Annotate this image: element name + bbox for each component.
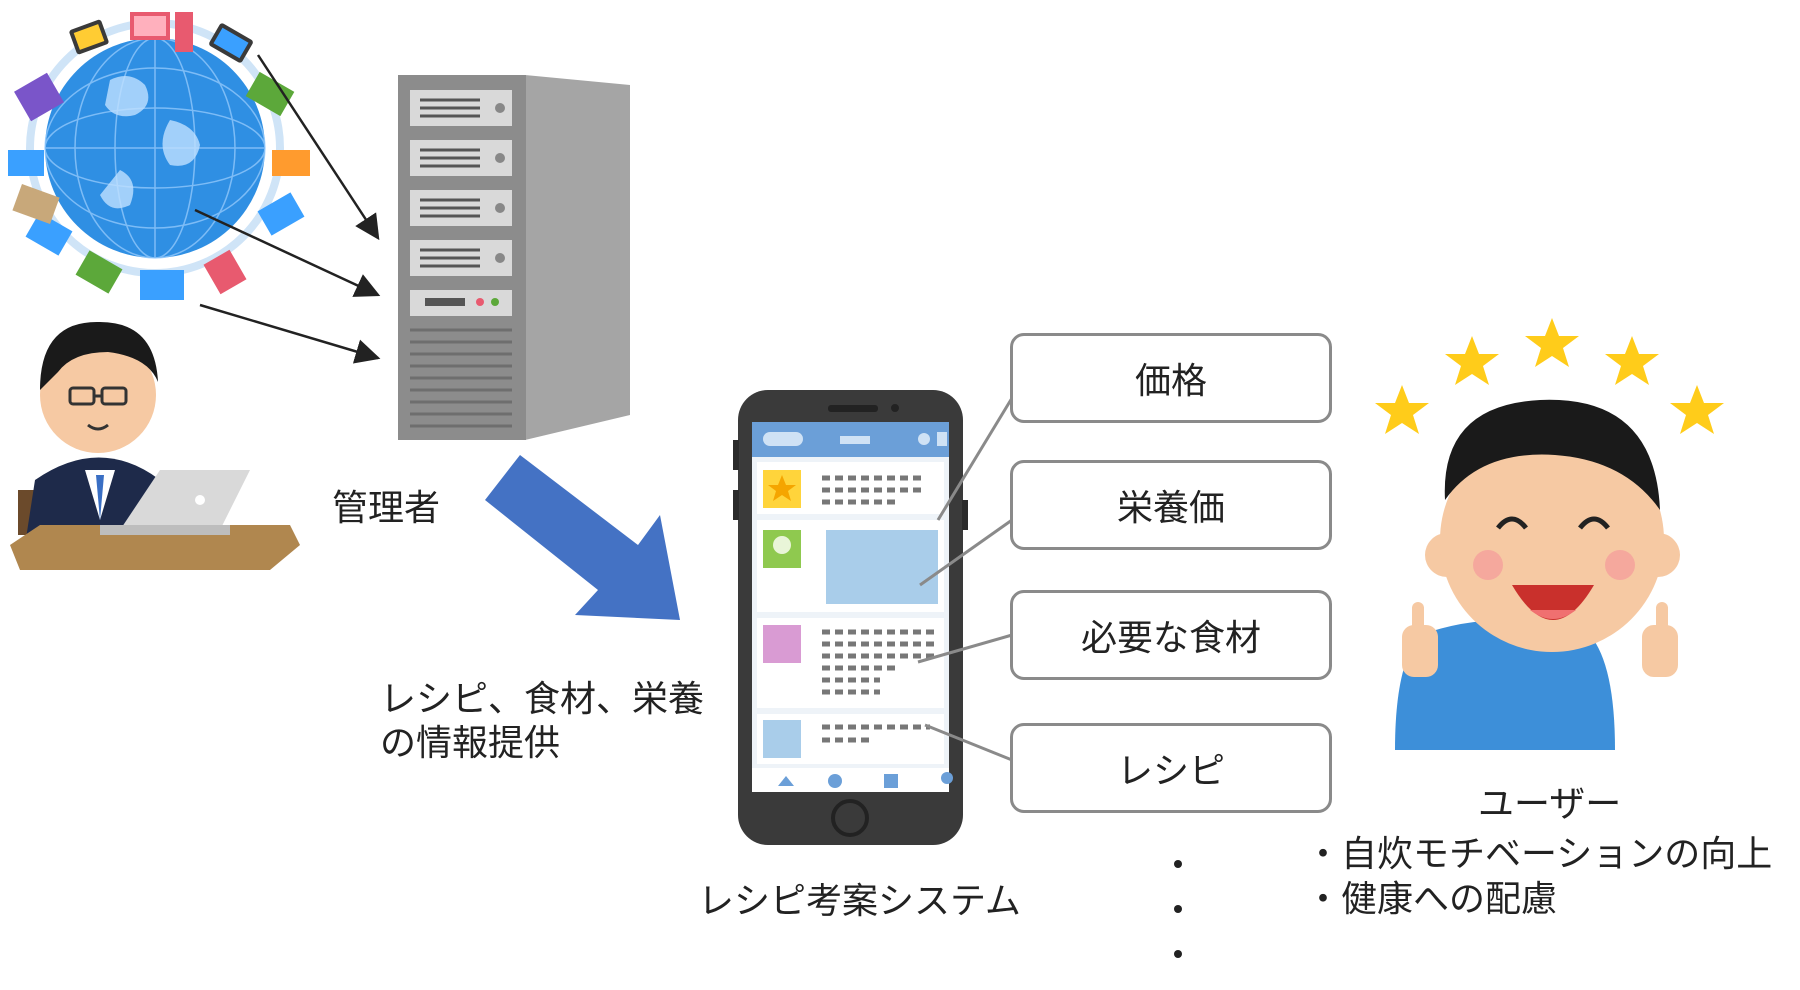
callout-lines [917, 397, 1014, 762]
feature-box-ingredients: 必要な食材 [1010, 590, 1332, 680]
data-flow-arrows [194, 54, 381, 364]
user-benefit-2: ・健康への配慮 [1305, 879, 1558, 920]
globe-network-icon [8, 12, 310, 300]
ellipsis-dot [1174, 860, 1182, 868]
feature-box-nutrition: 栄養価 [1010, 460, 1332, 550]
admin-person-icon [10, 321, 300, 570]
feature-box-recipe: レシピ [1010, 723, 1332, 813]
provision-text-line2: の情報提供 [380, 723, 561, 764]
ellipsis-dot [1174, 905, 1182, 913]
happy-user-icon [1395, 399, 1680, 750]
user-label: ユーザー [1478, 784, 1622, 825]
smartphone-icon [733, 390, 968, 845]
admin-label: 管理者 [332, 488, 441, 529]
star-icon [1375, 318, 1724, 434]
ellipsis-dot [1174, 950, 1182, 958]
feature-box-price: 価格 [1010, 333, 1332, 423]
provision-arrow [485, 455, 680, 620]
system-label: レシピ考案システム [698, 881, 1021, 922]
server-tower-icon [398, 75, 630, 440]
user-benefit-1: ・自炊モチベーションの向上 [1305, 834, 1773, 875]
provision-text-line1: レシピ、食材、栄養 [380, 679, 705, 720]
